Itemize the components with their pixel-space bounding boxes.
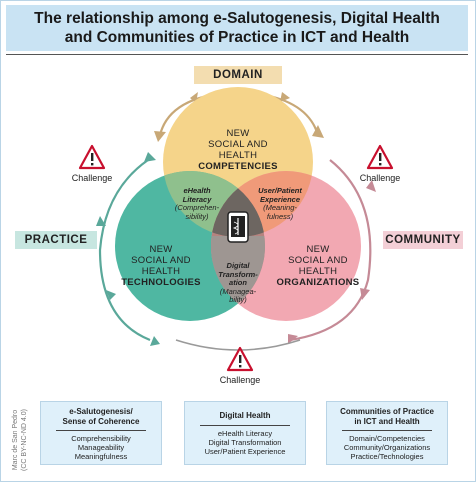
legend-1-divider	[56, 430, 146, 431]
technologies-bold: TECHNOLOGIES	[121, 277, 201, 288]
competencies-line-2: SOCIAL AND	[208, 139, 268, 150]
legend-1-item: Comprehensibility	[71, 434, 131, 443]
legend-2-item: eHealth Literacy	[217, 428, 273, 438]
legend-2-title-line-1: Digital Health	[219, 411, 271, 420]
legend-1-item: Manageability	[77, 443, 125, 452]
organizations-bold: ORGANIZATIONS	[276, 277, 360, 288]
challenge-label-bottom: Challenge	[219, 375, 261, 385]
legend-box-salutogenesis: e-Salutogenesis/ Sense of Coherence Comp…	[40, 401, 162, 465]
arrow-arc-community	[289, 159, 372, 342]
legend-box-digital-health: Digital Health eHealth Literacy Digital …	[184, 401, 306, 465]
competencies-line-1: NEW	[226, 128, 250, 139]
arrow-heads	[96, 92, 376, 346]
circle-label-competencies: NEW SOCIAL AND HEALTH COMPETENCIES	[193, 128, 283, 172]
warning-icon-bottom	[226, 346, 254, 372]
challenge-label-right: Challenge	[359, 173, 401, 183]
digital-line-1: Digital	[226, 261, 250, 270]
circle-label-technologies: NEW SOCIAL AND HEALTH TECHNOLOGIES	[116, 244, 206, 288]
credit-author: Marc de San Pedro	[12, 409, 19, 471]
tag-practice: PRACTICE	[15, 231, 97, 249]
legend-3-item: Domain/Competencies	[349, 434, 425, 443]
ehealth-line-3: (Comprehen-	[174, 203, 220, 212]
experience-line-4: fulness)	[266, 211, 294, 221]
warning-icon-left	[78, 144, 106, 170]
tag-domain: DOMAIN	[194, 66, 282, 84]
organizations-line-1: NEW	[306, 244, 330, 255]
legend-3-divider	[342, 430, 432, 431]
experience-line-2: Experience	[259, 194, 301, 204]
technologies-line-1: NEW	[149, 244, 173, 255]
legend-3-item: Community/Organizations	[343, 443, 431, 452]
arrow-arc-practice	[98, 159, 151, 342]
legend-3-title-line-1: Communities of Practice	[340, 407, 434, 416]
circle-label-organizations: NEW SOCIAL AND HEALTH ORGANIZATIONS	[268, 244, 368, 288]
title-divider	[6, 54, 468, 55]
legend-2-item: User/Patient Experience	[204, 446, 286, 456]
credit-license: (CC BY-NC-ND 4.0)	[21, 409, 28, 471]
technologies-line-2: SOCIAL AND	[131, 255, 191, 266]
ehealth-line-2: Literacy	[182, 194, 212, 204]
organizations-line-2: SOCIAL AND	[288, 255, 348, 266]
competencies-line-3: HEALTH	[218, 150, 258, 161]
warning-icon-right	[366, 144, 394, 170]
title-banner: The relationship among e-Salutogenesis, …	[6, 5, 468, 51]
tag-community: COMMUNITY	[383, 231, 463, 249]
title-line-2: and Communities of Practice in ICT and H…	[64, 29, 410, 46]
legend-3-title-line-2: in ICT and Health	[354, 416, 420, 426]
competencies-bold: COMPETENCIES	[198, 161, 278, 172]
legend-1-title-line-2: Sense of Coherence	[62, 416, 140, 426]
technologies-line-3: HEALTH	[141, 266, 181, 277]
legend-box-communities: Communities of Practice in ICT and Healt…	[326, 401, 448, 465]
digital-line-3: ation	[229, 278, 247, 287]
overlap-label-ehealth: eHealth Literacy (Comprehen- sibility)	[170, 186, 224, 221]
legend-1-title-line-1: e-Salutogenesis/	[69, 407, 133, 416]
overlap-label-experience: User/Patient Experience (Meaning- fulnes…	[252, 186, 308, 221]
challenge-label-left: Challenge	[71, 173, 113, 183]
legend-2-item: Digital Transformation	[208, 437, 282, 447]
experience-title: User/Patient	[258, 186, 302, 195]
legend-3-item: Practice/Technologies	[350, 452, 424, 461]
legend-3-title: Communities of Practice in ICT and Healt…	[327, 407, 447, 426]
experience-line-3: (Meaning-	[263, 203, 297, 212]
legend-1-title: e-Salutogenesis/ Sense of Coherence	[41, 407, 161, 426]
smartphone-icon	[227, 211, 249, 243]
digital-line-2: Transform-	[218, 269, 258, 279]
arrow-arc-bottom	[175, 339, 301, 351]
digital-line-4: (Managea-	[219, 286, 257, 296]
digital-line-5: bility)	[229, 295, 247, 304]
ehealth-title: eHealth	[183, 186, 211, 195]
title-line-1: The relationship among e-Salutogenesis, …	[34, 10, 440, 27]
author-credit: Marc de San Pedro (CC BY-NC-ND 4.0)	[0, 400, 40, 480]
legend-2-title: Digital Health	[185, 411, 305, 421]
ehealth-line-4: sibility)	[185, 211, 209, 221]
overlap-label-digital: Digital Transform- ation (Managea- bilit…	[212, 261, 264, 305]
legend-2-divider	[200, 424, 290, 426]
legend-1-item: Meaningfulness	[74, 452, 128, 461]
organizations-line-3: HEALTH	[298, 266, 338, 277]
